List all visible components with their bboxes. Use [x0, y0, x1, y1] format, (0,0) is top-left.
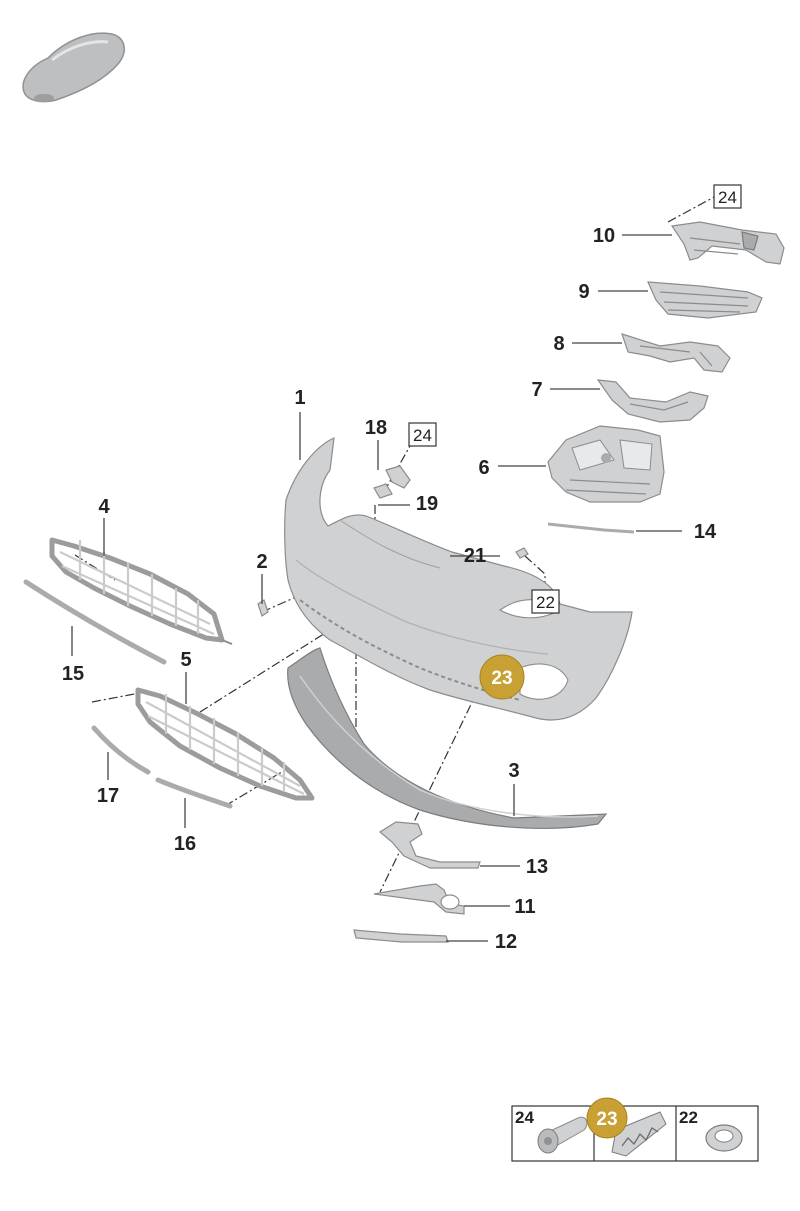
label-part-6[interactable]: 6: [478, 457, 489, 479]
part-4-grille: [49, 537, 233, 645]
label-part-5[interactable]: 5: [180, 649, 191, 671]
part-17-strip: [91, 725, 151, 775]
part-10-bracket: [670, 221, 785, 265]
part-21-clip: [515, 547, 529, 559]
part-8-bracket: [621, 333, 731, 373]
part-6-carrier: [547, 425, 665, 503]
label-part-13[interactable]: 13: [526, 856, 548, 878]
boxed-ref-22-text: 22: [536, 593, 555, 612]
highlight-badge-23-text: 23: [491, 668, 512, 689]
boxed-ref-24-bracket-text: 24: [413, 426, 432, 445]
label-part-18[interactable]: 18: [365, 417, 387, 439]
boxed-ref-22[interactable]: 22: [531, 589, 560, 614]
highlight-badge-23[interactable]: 23: [479, 654, 525, 700]
label-part-14[interactable]: 14: [694, 521, 717, 543]
inset-cell-24-label: 24: [515, 1108, 534, 1127]
label-part-19[interactable]: 19: [416, 493, 438, 515]
label-part-9[interactable]: 9: [578, 281, 589, 303]
part-5-grille: [135, 687, 315, 801]
boxed-ref-24-bracket[interactable]: 24: [408, 422, 437, 447]
label-part-3[interactable]: 3: [508, 760, 519, 782]
part-9-grille: [647, 281, 763, 319]
part-15-strip: [23, 579, 167, 665]
grommet-icon: [705, 1124, 743, 1152]
label-part-4[interactable]: 4: [98, 496, 110, 518]
part-13-trim: [378, 821, 481, 869]
label-part-1[interactable]: 1: [294, 387, 305, 409]
clip-icon: [611, 1111, 667, 1157]
part-7-frame: [596, 379, 709, 423]
leader-lines: [71, 234, 682, 942]
label-part-8[interactable]: 8: [553, 333, 564, 355]
bolt-icon: [537, 1116, 588, 1154]
label-part-12[interactable]: 12: [495, 931, 517, 953]
boxed-ref-24-top-text: 24: [718, 188, 737, 207]
label-part-10[interactable]: 10: [593, 225, 615, 247]
label-part-16[interactable]: 16: [174, 833, 196, 855]
part-14-strip: [547, 522, 635, 534]
part-11-trim: [373, 883, 465, 915]
inset-cell-23[interactable]: 23: [586, 1097, 667, 1157]
part-labels: 1 2 3 4 5 6 7 8 9 10 11 12 13 14 15 16 1…: [62, 225, 717, 953]
fastener-inset: 24 23 22: [511, 1097, 759, 1162]
label-part-17[interactable]: 17: [97, 785, 119, 807]
part-3-spoiler: [287, 647, 608, 829]
boxed-ref-24-top[interactable]: 24: [713, 184, 742, 209]
label-part-21[interactable]: 21: [464, 545, 486, 567]
inset-cell-22[interactable]: 22: [679, 1108, 743, 1152]
part-16-strip: [155, 777, 233, 809]
inset-cell-24[interactable]: 24: [515, 1108, 588, 1154]
part-2-clip: [257, 599, 269, 617]
inset-cell-22-label: 22: [679, 1108, 698, 1127]
part-12-trim: [353, 929, 449, 943]
car-silhouette-icon: [22, 32, 125, 103]
label-part-7[interactable]: 7: [531, 379, 542, 401]
inset-cell-23-label: 23: [596, 1109, 617, 1130]
part-19-clip: [373, 483, 393, 499]
label-part-11[interactable]: 11: [514, 896, 535, 918]
label-part-2[interactable]: 2: [256, 551, 267, 573]
part-18-clip: [385, 465, 411, 489]
label-part-15[interactable]: 15: [62, 663, 84, 685]
